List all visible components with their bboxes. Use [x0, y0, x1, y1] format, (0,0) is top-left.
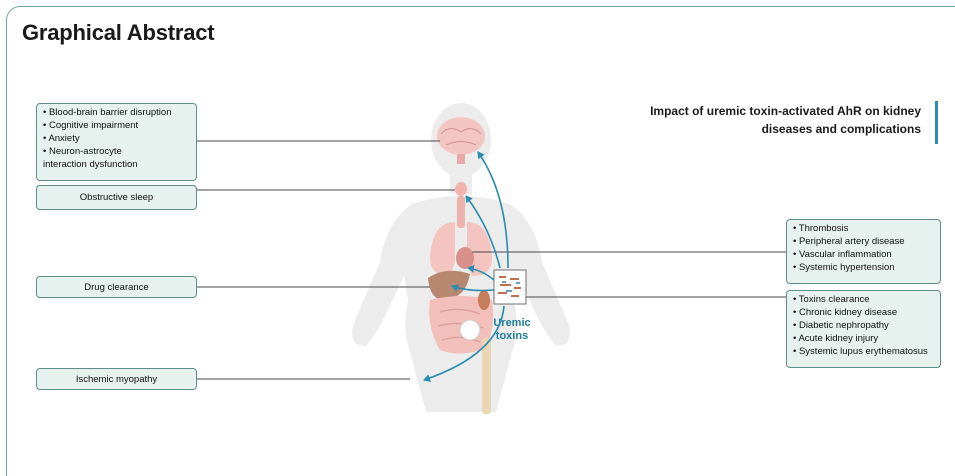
toxin-label-line-2: toxins	[496, 330, 528, 342]
brain-effect-item: • Cognitive impairment	[43, 119, 190, 132]
brain-effects-box: • Blood-brain barrier disruption • Cogni…	[36, 103, 197, 181]
kidney-effect-item: • Acute kidney injury	[793, 332, 934, 345]
vascular-effect-item: • Systemic hypertension	[793, 261, 934, 274]
brain-effect-item: • Neuron-astrocyte	[43, 145, 190, 158]
vascular-effect-item: • Peripheral artery disease	[793, 235, 934, 248]
kidney-icon	[478, 290, 490, 310]
sleep-box-label: Obstructive sleep	[80, 192, 153, 203]
kidney-effect-item: • Toxins clearance	[793, 293, 934, 306]
kidney-effect-item: • Systemic lupus erythematosus	[793, 345, 934, 358]
kidney-effect-item: • Chronic kidney disease	[793, 306, 934, 319]
vascular-effect-item: • Vascular inflammation	[793, 248, 934, 261]
bladder-icon	[460, 320, 480, 340]
brain-effect-item: interaction dysfunction	[43, 158, 190, 171]
uremic-toxins-icon	[494, 270, 526, 304]
kidney-effect-item: • Diabetic nephropathy	[793, 319, 934, 332]
sleep-box: Obstructive sleep	[36, 185, 197, 210]
brain-effect-item: • Anxiety	[43, 132, 190, 145]
drug-clearance-label: Drug clearance	[84, 282, 148, 293]
drug-clearance-box: Drug clearance	[36, 276, 197, 298]
ischemic-myopathy-label: Ischemic myopathy	[76, 374, 157, 385]
vascular-effect-item: • Thrombosis	[793, 222, 934, 235]
ischemic-myopathy-box: Ischemic myopathy	[36, 368, 197, 390]
kidney-effects-box: • Toxins clearance • Chronic kidney dise…	[786, 290, 941, 368]
heart-icon	[456, 247, 474, 269]
vascular-effects-box: • Thrombosis • Peripheral artery disease…	[786, 219, 941, 284]
leg-bone-icon	[482, 338, 491, 414]
brain-effect-item: • Blood-brain barrier disruption	[43, 106, 190, 119]
